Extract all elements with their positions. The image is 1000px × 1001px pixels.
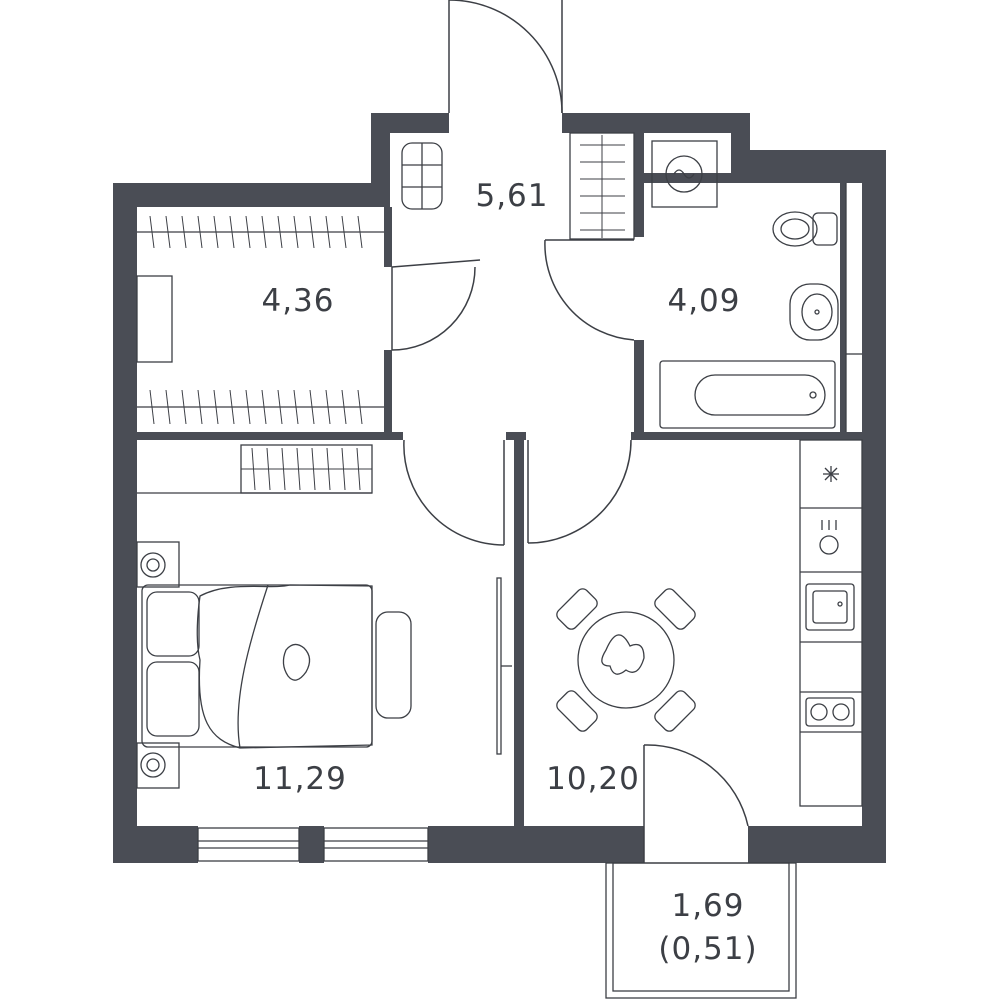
hanger-line [341,389,347,425]
dining-table [556,588,696,732]
hanger-line [261,215,267,249]
hall-shoe-rack [401,142,443,210]
hanger-line [266,447,271,491]
hall-closet [569,132,635,240]
hanger-line [325,389,331,425]
dining-chair [556,690,598,732]
area-label-kitchen: 10,20 [546,761,640,797]
hanger-line [149,389,155,425]
toilet [772,211,838,247]
nightstand-top [136,541,180,588]
hanger-line [181,215,187,249]
hanger-line [277,389,283,425]
hanger-line [165,215,171,249]
nightstand-bottom [136,742,180,789]
hanger-line [197,389,203,425]
washing-machine [651,140,718,208]
hanger-line [293,389,299,425]
hanger-line [281,447,286,491]
area-label-balcony-reduced: (0,51) [658,931,757,967]
hanger-line [197,215,203,249]
area-label-balcony: 1,69 [671,888,744,924]
hanger-line [341,215,347,249]
hanger-line [309,389,315,425]
bathroom-sink [789,283,839,341]
hanger-line [309,215,315,249]
dining-chair [654,690,696,732]
hanger-line [245,389,251,425]
hanger-line [311,447,316,491]
tv [496,577,512,755]
area-label-bathroom: 4,09 [667,283,740,319]
hanger-line [325,215,331,249]
kitchen-counter [799,439,863,807]
hanger-line [229,389,235,425]
bed [141,584,412,749]
bathtub [659,360,836,429]
kitchen-sink [805,583,855,631]
hanger-line [341,447,346,491]
hanger-line [213,215,219,249]
hanger-line [356,447,361,491]
area-label-bedroom: 11,29 [253,761,347,797]
area-label-wardrobe: 4,36 [261,283,334,319]
hanger-line [261,389,267,425]
hanger-line [165,389,171,425]
dishwasher-icon [819,520,839,555]
dining-chair [654,588,696,630]
hanger-line [293,215,299,249]
fridge-icon [823,466,839,482]
hanger-line [245,215,251,249]
doors [391,0,749,863]
hanger-line [251,447,256,491]
bedroom-wardrobe [137,444,373,494]
hanger-line [213,389,219,425]
area-label-hall: 5,61 [475,178,548,214]
wardrobe-shelves [136,215,384,425]
dining-chair [556,588,598,630]
hanger-line [181,389,187,425]
hanger-line [357,215,363,249]
hanger-line [277,215,283,249]
windows [197,183,862,862]
hanger-line [229,215,235,249]
stove [805,697,855,727]
balcony [605,862,797,999]
hanger-line [357,389,363,425]
hanger-line [149,215,155,249]
hanger-line [296,447,301,491]
walls [113,113,886,863]
hanger-line [326,447,331,491]
